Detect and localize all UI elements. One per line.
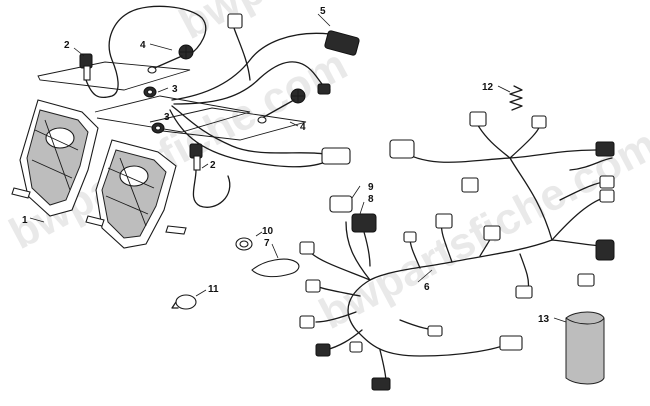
callout-leader-4a	[149, 43, 173, 51]
callout-4a: 4	[140, 40, 146, 51]
spring-part[interactable]	[509, 85, 523, 111]
callout-9: 9	[368, 182, 374, 193]
callout-leader-1	[29, 217, 45, 223]
headlight-harness[interactable]	[169, 13, 360, 168]
callout-leader-2b	[201, 163, 209, 169]
grommet-lower[interactable]	[151, 122, 165, 134]
callout-leader-12	[497, 85, 511, 93]
bulb-socket-upper[interactable]	[79, 5, 207, 99]
headlight-assembly[interactable]	[11, 99, 187, 249]
callout-leader-10	[255, 231, 263, 237]
callout-leader-11	[195, 289, 207, 297]
watermark: bwpartsfiche.com bwpartsfiche.com bwpart…	[2, 0, 650, 339]
hose-clamp[interactable]	[235, 237, 253, 251]
callout-4b: 4	[300, 122, 306, 133]
callout-leader-6	[417, 269, 433, 283]
adjuster-knob-lower[interactable]	[257, 88, 306, 124]
callout-leader-3a	[157, 87, 169, 93]
callout-leader-13	[553, 317, 567, 323]
callout-6: 6	[424, 282, 430, 293]
callout-2a: 2	[64, 40, 70, 51]
cable-tie[interactable]	[171, 294, 197, 310]
callout-3b: 3	[164, 112, 170, 123]
callout-8: 8	[368, 194, 374, 205]
callout-5: 5	[320, 6, 326, 17]
bulb-socket-lower[interactable]	[189, 143, 231, 208]
callout-2b: 2	[210, 160, 216, 171]
callout-7: 7	[264, 238, 270, 249]
callout-3a: 3	[172, 84, 178, 95]
main-wiring-harness[interactable]	[299, 111, 615, 391]
callout-leader-4b	[289, 121, 299, 127]
grommet-upper[interactable]	[143, 86, 157, 98]
callout-leader-9	[351, 185, 361, 199]
protective-sleeve[interactable]	[565, 311, 605, 385]
callout-1: 1	[22, 215, 28, 226]
relay-connector[interactable]	[329, 195, 377, 267]
callout-13: 13	[538, 314, 550, 325]
callout-leader-7	[271, 243, 279, 259]
callout-leader-2a	[73, 47, 85, 57]
callout-11: 11	[208, 284, 219, 295]
callout-leader-8	[359, 201, 365, 215]
wire-boot[interactable]	[251, 258, 300, 278]
callout-10: 10	[262, 226, 274, 237]
adjuster-knob-upper[interactable]	[147, 44, 194, 74]
callout-12: 12	[482, 82, 494, 93]
callout-leader-5	[317, 13, 331, 27]
